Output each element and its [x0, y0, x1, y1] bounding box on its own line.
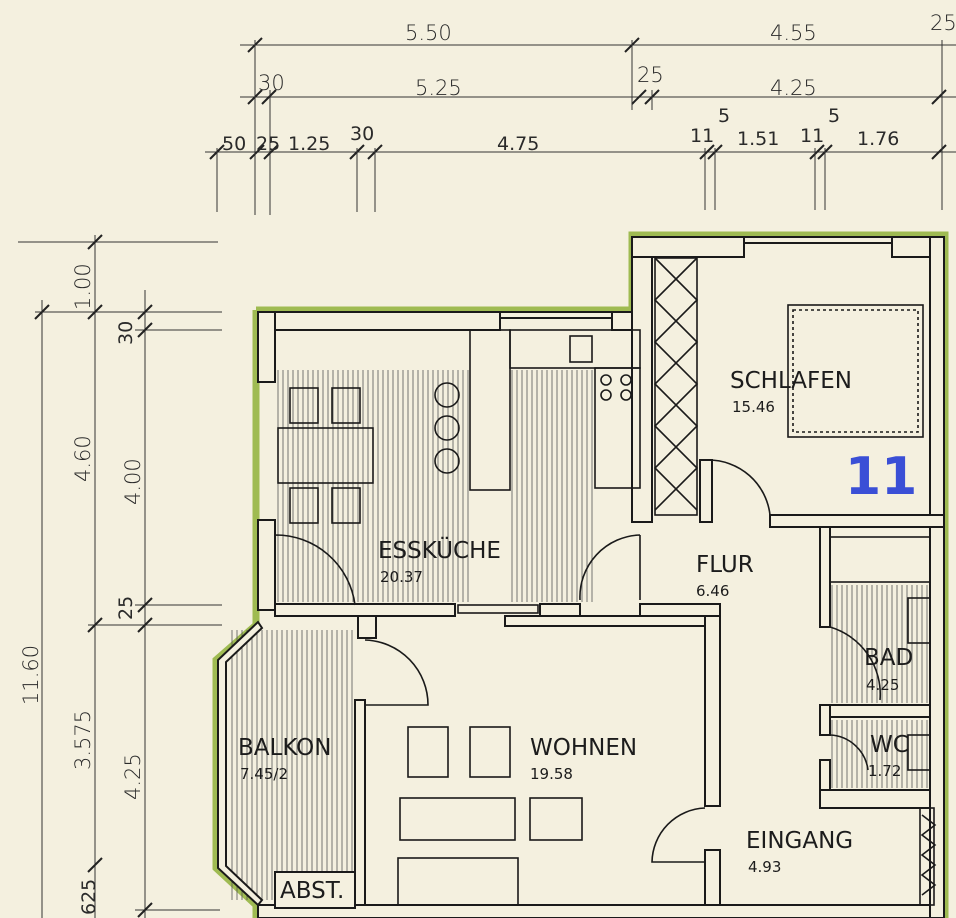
room-area-flur: 6.46 — [696, 582, 729, 600]
room-name-wc: WC — [870, 732, 909, 758]
room-name-eingang: EINGANG — [746, 828, 853, 854]
door-swing — [274, 534, 356, 606]
dim-label: 5 — [718, 105, 730, 127]
room-name-schlafen: SCHLAFEN — [730, 368, 852, 394]
room-name-balkon: BALKON — [238, 735, 331, 761]
dim-label: 4.25 — [121, 753, 145, 800]
dim-label: 25 — [930, 11, 956, 35]
toilet-icon — [907, 597, 931, 644]
dining-table — [277, 427, 374, 484]
handwritten-unit-number: 11 — [845, 447, 917, 507]
dim-label: 1.25 — [288, 133, 330, 155]
dim-label: 1.00 — [71, 263, 95, 310]
bed — [787, 304, 924, 438]
room-name-esskueche: ESSKÜCHE — [378, 536, 501, 564]
armchair — [407, 726, 449, 778]
sink-icon — [569, 335, 593, 363]
sofa — [399, 797, 516, 841]
dim-label: 625 — [78, 879, 100, 915]
sliding-door — [457, 604, 539, 614]
furniture — [274, 257, 937, 906]
room-area-wc: 1.72 — [868, 762, 901, 780]
stove-burner-icon — [434, 382, 460, 408]
building-outline — [212, 231, 949, 918]
room-name-wohnen: WOHNEN — [530, 735, 637, 761]
dim-label: 5 — [828, 105, 840, 127]
dim-label: 25 — [115, 596, 137, 620]
room-area-schlafen: 15.46 — [732, 398, 775, 416]
top-dimension-labels: 5.50 4.55 25 30 5.25 25 4.25 50 25 1.25 … — [222, 11, 956, 155]
room-area-eingang: 4.93 — [748, 858, 781, 876]
dim-label: 30 — [350, 123, 374, 145]
room-area-bad: 4.25 — [866, 676, 899, 694]
dim-label: 3.575 — [71, 710, 95, 770]
dim-label: 25 — [637, 63, 664, 87]
dim-label: 1.51 — [737, 128, 779, 150]
bathtub — [829, 536, 931, 583]
dim-label: 50 — [222, 133, 246, 155]
dim-label: 4.60 — [71, 435, 95, 482]
dim-label: 4.55 — [770, 21, 817, 45]
dim-label: 4.00 — [121, 458, 145, 505]
dim-label: 30 — [258, 71, 285, 95]
dim-label: 4.25 — [770, 76, 817, 100]
dim-label: 25 — [256, 133, 280, 155]
room-name-abstellraum: ABST. — [280, 878, 344, 904]
room-area-balkon: 7.45/2 — [240, 765, 288, 783]
room-area-wohnen: 19.58 — [530, 765, 573, 783]
dim-label: 4.75 — [497, 133, 539, 155]
kitchen-floor-hatch — [277, 370, 593, 602]
dim-label: 11 — [800, 125, 824, 147]
room-area-esskueche: 20.37 — [380, 568, 423, 586]
kitchen-counter — [469, 329, 511, 491]
balcony-floor-hatch — [231, 630, 353, 900]
wardrobe — [654, 257, 698, 516]
walls — [217, 236, 945, 918]
room-name-bad: BAD — [864, 645, 913, 671]
dim-label: 30 — [115, 321, 137, 345]
left-dimension-lines — [18, 234, 222, 918]
dim-label: 1.76 — [857, 128, 899, 150]
dim-label: 11.60 — [19, 645, 43, 705]
room-labels: SCHLAFEN 15.46 ESSKÜCHE 20.37 FLUR 6.46 … — [238, 368, 913, 904]
dim-label: 5.50 — [405, 21, 452, 45]
top-dimension-lines — [205, 37, 956, 215]
bath-floor-hatch — [831, 585, 928, 788]
dim-label: 5.25 — [415, 76, 462, 100]
room-name-flur: FLUR — [696, 552, 754, 578]
dim-label: 11 — [690, 125, 714, 147]
left-dimension-labels: 1.00 30 4.60 4.00 25 11.60 3.575 4.25 62… — [19, 263, 145, 915]
